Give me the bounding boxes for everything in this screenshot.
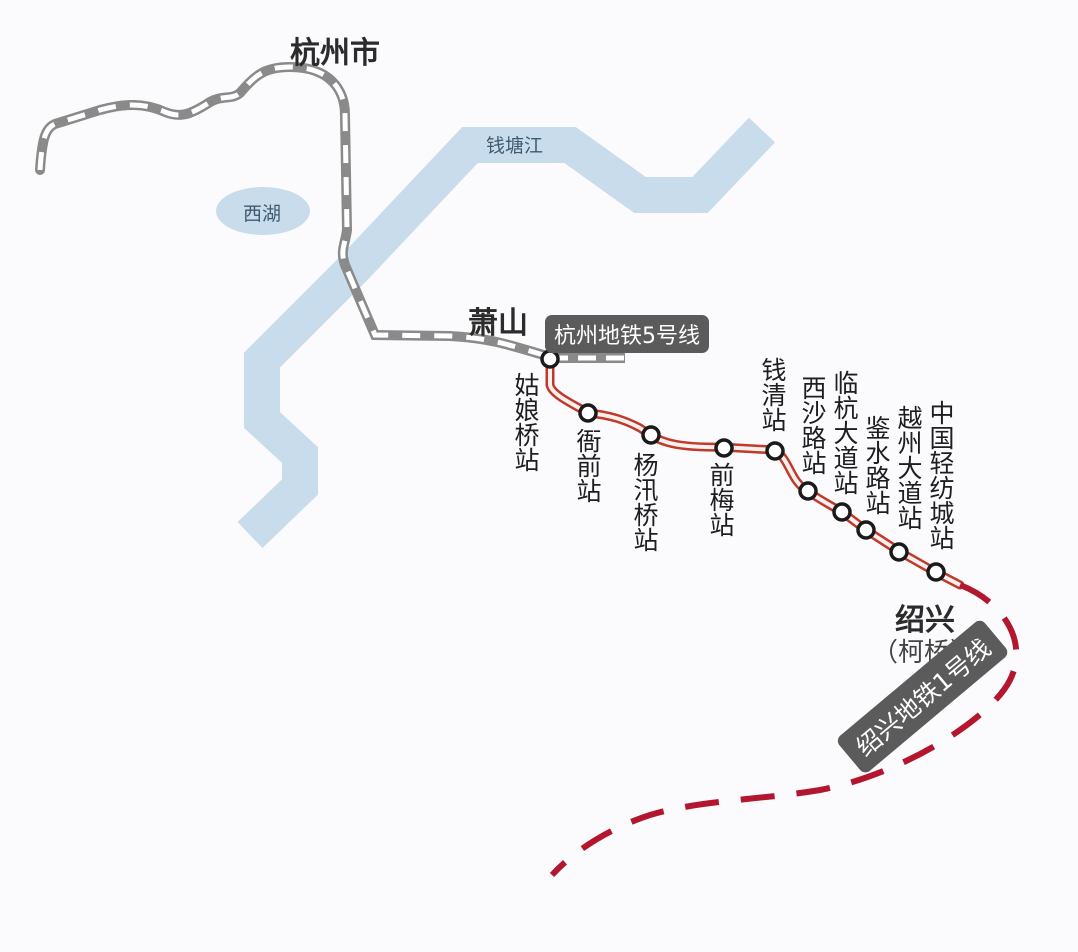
station-label-9: 中国轻纺城站 <box>926 400 955 550</box>
station-label-0: 姑娘桥站 <box>511 372 540 472</box>
west-lake <box>216 187 310 235</box>
shaoxing-city-label: 绍兴 <box>895 603 955 638</box>
station-markers <box>540 349 946 582</box>
station-label-4: 钱清站 <box>758 357 787 432</box>
west-lake-label: 西湖 <box>243 203 282 225</box>
qiantang-river-label: 钱塘江 <box>486 135 544 157</box>
hangzhou-city-label: 杭州市 <box>290 36 380 71</box>
shaoxing-line1-planned-track <box>549 582 1020 878</box>
station-label-7: 鉴水路站 <box>862 415 891 515</box>
station-label-2: 杨汛桥站 <box>630 452 659 552</box>
station-label-5: 西沙路站 <box>798 375 827 475</box>
station-label-6: 临杭大道站 <box>830 370 859 495</box>
station-label-8: 越州大道站 <box>894 405 923 530</box>
station-label-3: 前梅站 <box>706 462 735 537</box>
station-label-1: 衙前站 <box>573 428 602 503</box>
hangzhou-line5-track <box>35 61 625 363</box>
qiantang-river <box>237 117 776 548</box>
hangzhou-line5-badge: 杭州地铁5号线 <box>545 315 709 353</box>
xiaoshan-city-label: 萧山 <box>468 306 528 341</box>
